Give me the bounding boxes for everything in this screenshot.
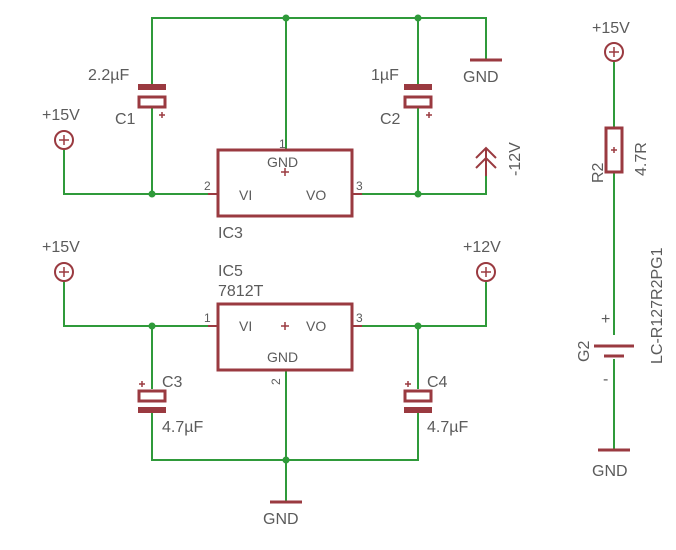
ic5-pin2: 2 <box>269 378 283 385</box>
ic3-vo-label: VO <box>306 187 326 203</box>
ic5-value: 7812T <box>218 283 264 300</box>
capacitor-c4: C4 4.7µF <box>403 374 468 436</box>
c2-name: C2 <box>380 111 401 128</box>
r2-value: 4.7R <box>633 142 650 176</box>
battery-g2: + - G2 LC-R127R2PG1 <box>576 247 666 388</box>
ic3-pin2: 2 <box>204 179 211 193</box>
gnd-bottom-label: GND <box>263 511 299 528</box>
ic5-gnd-label: GND <box>267 349 298 365</box>
ic3-regulator: GND VI VO 1 2 3 IC3 <box>204 137 363 242</box>
battery-minus: - <box>603 371 608 388</box>
c4-value: 4.7µF <box>427 419 468 436</box>
gnd-top-label: GND <box>463 69 499 86</box>
g2-value: LC-R127R2PG1 <box>649 247 666 364</box>
resistor-r2: R2 4.7R <box>590 126 650 183</box>
capacitor-c2: 1µF C2 <box>371 67 433 128</box>
supply-plus15-top: +15V <box>42 107 80 150</box>
neg12-label: -12V <box>507 142 524 176</box>
ground-bottom: GND <box>263 500 302 528</box>
ic3-vi-label: VI <box>239 187 252 203</box>
g2-name: G2 <box>576 341 593 362</box>
battery-plus: + <box>601 311 610 328</box>
ic5-pin1: 1 <box>204 311 211 325</box>
plus12-label: +12V <box>463 239 501 256</box>
c2-value: 1µF <box>371 67 399 84</box>
c3-value: 4.7µF <box>162 419 203 436</box>
supply-plus15-right: +15V <box>592 20 630 62</box>
supply-neg12: -12V <box>475 142 524 176</box>
c4-name: C4 <box>427 374 448 391</box>
capacitor-c3: C3 4.7µF <box>137 374 203 436</box>
ground-right: GND <box>592 448 630 480</box>
supply-plus12: +12V <box>463 239 501 282</box>
ic3-pin3: 3 <box>356 179 363 193</box>
ic5-pin3: 3 <box>356 311 363 325</box>
ic5-vo-label: VO <box>306 318 326 334</box>
ic3-gnd-label: GND <box>267 154 298 170</box>
c1-name: C1 <box>115 111 136 128</box>
c3-name: C3 <box>162 374 183 391</box>
capacitor-c1: 2.2µF C1 <box>88 67 167 128</box>
ic5-vi-label: VI <box>239 318 252 334</box>
ic3-name: IC3 <box>218 225 243 242</box>
plus15-top-label: +15V <box>42 107 80 124</box>
ic3-pin1: 1 <box>279 137 286 151</box>
ground-top: GND <box>463 58 502 86</box>
plus15-right-label: +15V <box>592 20 630 37</box>
top-circuit-nodes <box>148 14 422 198</box>
gnd-right-label: GND <box>592 463 628 480</box>
bottom-circuit-nodes <box>148 322 422 464</box>
ic5-name: IC5 <box>218 263 243 280</box>
plus15-mid-label: +15V <box>42 239 80 256</box>
ic5-regulator: VI VO GND 1 3 2 IC5 7812T <box>204 263 363 385</box>
r2-name: R2 <box>590 162 607 183</box>
supply-plus15-mid: +15V <box>42 239 80 282</box>
c1-value: 2.2µF <box>88 67 129 84</box>
